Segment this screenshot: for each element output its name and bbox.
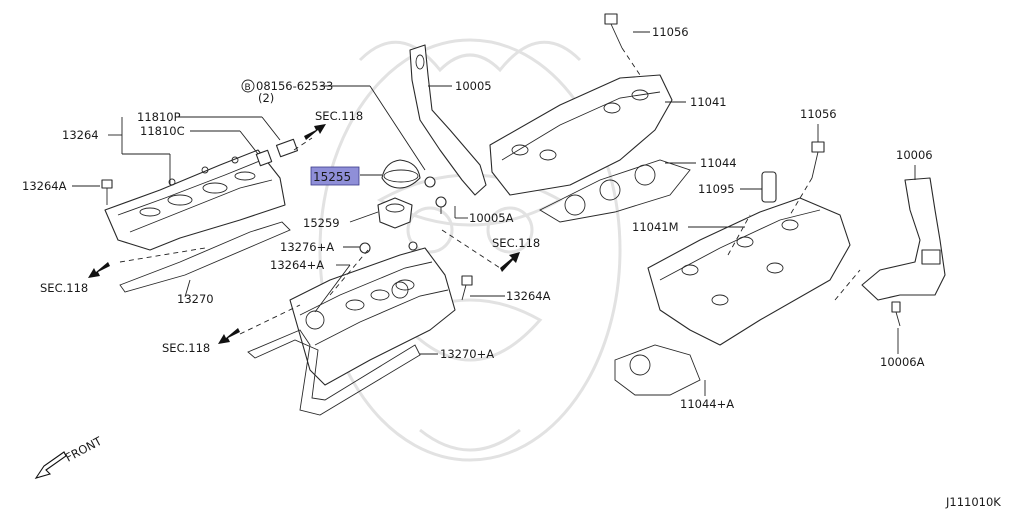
pcv-valve-assembly[interactable]	[255, 138, 299, 167]
left-rocker-cover[interactable]	[104, 149, 286, 251]
label-11095[interactable]: 11095	[698, 182, 735, 196]
label-11056-right[interactable]: 11056	[800, 107, 837, 121]
label-sec118-b[interactable]: SEC.118	[492, 236, 540, 250]
label-sec118-a[interactable]: SEC.118	[315, 109, 363, 123]
bolt-10005a[interactable]	[435, 196, 447, 214]
arrow-sec118-d	[218, 328, 240, 344]
label-11041[interactable]: 11041	[690, 95, 727, 109]
label-11041m[interactable]: 11041M	[632, 220, 679, 234]
label-10005[interactable]: 10005	[455, 79, 492, 93]
bolt-13264a-mid[interactable]	[461, 275, 473, 301]
label-bolt-qty: (2)	[258, 91, 274, 105]
label-11810c[interactable]: 11810C	[140, 124, 185, 138]
bolt-13264a-left[interactable]	[101, 179, 113, 205]
label-10006[interactable]: 10006	[896, 148, 933, 162]
label-13264plusa[interactable]: 13264+A	[270, 258, 324, 272]
label-sec118-c[interactable]: SEC.118	[40, 281, 88, 295]
bolt-10006a[interactable]	[891, 301, 901, 327]
bolt-symbol-letter: B	[245, 83, 251, 93]
label-11810p[interactable]: 11810P	[137, 110, 181, 124]
label-11056-top[interactable]: 11056	[652, 25, 689, 39]
left-rocker-gasket[interactable]	[119, 221, 291, 293]
diagram-code: J111010K	[945, 495, 1001, 509]
label-sec118-d[interactable]: SEC.118	[162, 341, 210, 355]
arrow-sec118-b	[500, 252, 520, 272]
filler-cap-15255[interactable]	[381, 159, 421, 189]
filler-neck-15259[interactable]	[377, 197, 413, 229]
arrow-sec118-a	[304, 124, 326, 140]
label-15259[interactable]: 15259	[303, 216, 340, 230]
label-13264a-left[interactable]: 13264A	[22, 179, 67, 193]
label-13276a[interactable]: 13276+A	[280, 240, 334, 254]
label-13264[interactable]: 13264	[62, 128, 99, 142]
label-11044[interactable]: 11044	[700, 156, 737, 170]
engine-slinger-10005[interactable]	[409, 44, 487, 196]
head-gasket-11044a[interactable]	[614, 344, 701, 396]
label-10006a[interactable]: 10006A	[880, 355, 925, 369]
bolt-11056-right[interactable]	[811, 141, 825, 179]
label-10005a[interactable]: 10005A	[469, 211, 514, 225]
label-11044a[interactable]: 11044+A	[680, 397, 734, 411]
bolt-13264a-center[interactable]	[408, 176, 436, 251]
leader-lines	[72, 31, 916, 396]
head-gasket-11044[interactable]	[539, 159, 691, 223]
label-15255[interactable]: 15255	[313, 170, 351, 184]
front-arrow	[34, 451, 67, 479]
stud-13276a[interactable]	[359, 242, 371, 254]
cylinder-head-11041[interactable]	[489, 74, 673, 196]
dowel-11095[interactable]	[761, 171, 777, 203]
bolt-symbol-circle	[241, 79, 255, 93]
label-13270[interactable]: 13270	[177, 292, 214, 306]
right-rocker-gasket[interactable]	[247, 329, 421, 416]
label-13264a-mid[interactable]: 13264A	[506, 289, 551, 303]
watermark-emblem	[318, 38, 622, 462]
cylinder-head-11041m[interactable]	[647, 197, 851, 346]
arrow-sec118-c	[88, 262, 110, 278]
engine-slinger-10006[interactable]	[861, 177, 946, 301]
label-bolt-number[interactable]: 08156-62533	[256, 79, 333, 93]
highlight-box-15255	[310, 166, 360, 186]
label-13270a[interactable]: 13270+A	[440, 347, 494, 361]
label-front: FRONT	[63, 433, 105, 464]
dashed-reference-lines	[119, 47, 861, 335]
bolt-11056-top[interactable]	[604, 13, 623, 49]
